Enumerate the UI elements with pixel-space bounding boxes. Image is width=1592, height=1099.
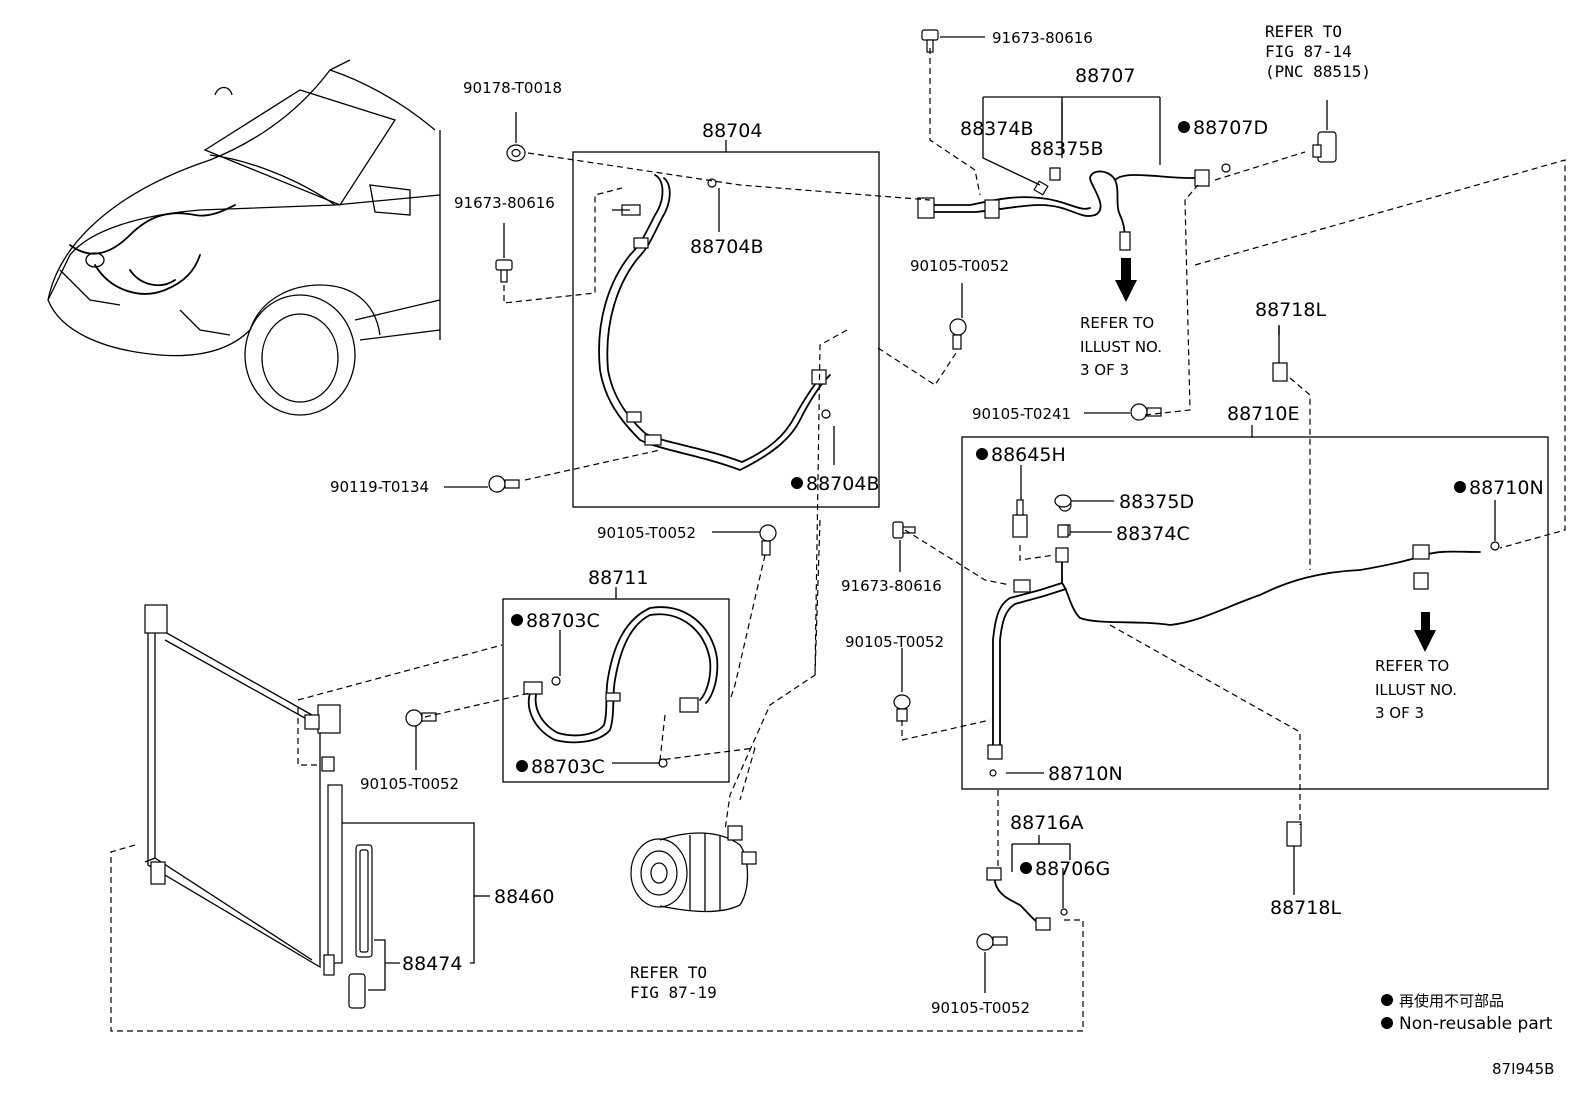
label-88704B-bottom: 88704B: [806, 473, 879, 495]
arrow-down-icon: [1414, 612, 1436, 652]
legend-text-jp: 再使用不可部品: [1399, 992, 1504, 1010]
compressor: [630, 825, 757, 913]
label-90105-T0052-upper: 90105-T0052: [910, 257, 1009, 275]
ref-fig-87-14-line1: REFER TO: [1265, 22, 1342, 41]
ref-illust-top-line3: 3 OF 3: [1080, 361, 1129, 379]
label-88716A: 88716A: [1010, 812, 1083, 834]
legend-text-en: Non-reusable part: [1399, 1014, 1553, 1034]
legend-dot-icon: [1381, 1017, 1393, 1029]
pipe-88710E: [987, 498, 1500, 777]
hose-88704: [598, 174, 831, 471]
label-88718L-top: 88718L: [1255, 299, 1326, 321]
label-88474: 88474: [402, 953, 462, 975]
non-reusable-dot: [1454, 481, 1466, 493]
non-reusable-dot: [511, 614, 523, 626]
ref-illust-top-line1: REFER TO: [1080, 314, 1154, 332]
pipe-88707: [917, 163, 1231, 251]
label-91673-80616-right: 91673-80616: [841, 577, 942, 595]
label-88707: 88707: [1075, 65, 1135, 87]
pipe-88716A: [986, 867, 1068, 931]
pipe-88710E-box: [961, 436, 1549, 790]
hose-88711: [523, 606, 719, 768]
label-88645H: 88645H: [991, 444, 1066, 466]
label-90105-T0052-mid: 90105-T0052: [597, 524, 696, 542]
label-88710E: 88710E: [1227, 403, 1299, 425]
label-88460: 88460: [494, 886, 554, 908]
non-reusable-dot: [791, 477, 803, 489]
label-88374C: 88374C: [1116, 523, 1190, 545]
label-90119-T0134: 90119-T0134: [330, 478, 429, 496]
ref-illust-top-line2: ILLUST NO.: [1080, 338, 1162, 356]
legend-dot-icon: [1381, 994, 1393, 1006]
non-reusable-dot: [1178, 121, 1190, 133]
non-reusable-dot: [1020, 862, 1032, 874]
fasteners: [405, 29, 1162, 993]
part-labels: 91673-80616 90178-T0018 88704 91673-8061…: [330, 29, 1544, 1017]
label-88704B-top: 88704B: [690, 236, 763, 258]
ref-fig-87-19-line2: FIG 87-19: [630, 983, 717, 1002]
non-reusable-dot: [976, 448, 988, 460]
label-88718L-bottom: 88718L: [1270, 897, 1341, 919]
label-90105-T0052-box: 90105-T0052: [360, 775, 459, 793]
non-reusable-dot: [516, 760, 528, 772]
label-90105-T0052-bottom: 90105-T0052: [931, 999, 1030, 1017]
ref-illust-right-line3: 3 OF 3: [1375, 704, 1424, 722]
label-91673-80616-left: 91673-80616: [454, 194, 555, 212]
label-88703C-top: 88703C: [526, 610, 600, 632]
clip-88718L-top: [1272, 362, 1288, 382]
filter-88474: [348, 844, 400, 1009]
label-88703C-bottom: 88703C: [531, 756, 605, 778]
ref-fig-87-19-line1: REFER TO: [630, 963, 707, 982]
label-90105-T0241: 90105-T0241: [972, 405, 1071, 423]
condenser-88460: [144, 604, 490, 976]
ref-fig-87-14-line3: (PNC 88515): [1265, 62, 1371, 81]
connector-88515: [1312, 100, 1337, 163]
clip-88718L-bottom: [1286, 821, 1302, 847]
label-88710N-left: 88710N: [1048, 763, 1123, 785]
label-88374B: 88374B: [960, 118, 1033, 140]
label-90105-T0052-right: 90105-T0052: [845, 633, 944, 651]
arrow-down-icon: [1115, 258, 1137, 302]
reference-notes: REFER TO FIG 87-14 (PNC 88515) REFER TO …: [630, 22, 1457, 1002]
label-88375B: 88375B: [1030, 138, 1103, 160]
label-91673-80616-top: 91673-80616: [992, 29, 1093, 47]
leader-lines: [559, 36, 1496, 908]
label-88375D: 88375D: [1119, 491, 1194, 513]
label-88707D: 88707D: [1193, 117, 1268, 139]
figure-code: 87I945B: [1492, 1060, 1554, 1078]
hose-88704-box: [572, 151, 880, 508]
ref-illust-right-line1: REFER TO: [1375, 657, 1449, 675]
ref-fig-87-14-line2: FIG 87-14: [1265, 42, 1352, 61]
label-88704: 88704: [702, 120, 762, 142]
label-90178-T0018: 90178-T0018: [463, 79, 562, 97]
dashed-guides: [110, 48, 1566, 1032]
legend: 再使用不可部品 Non-reusable part: [1381, 992, 1553, 1034]
label-88711: 88711: [588, 567, 648, 589]
ref-illust-right-line2: ILLUST NO.: [1375, 681, 1457, 699]
vehicle-illustration: [47, 59, 441, 416]
label-88710N-right: 88710N: [1469, 477, 1544, 499]
label-88706G: 88706G: [1035, 858, 1110, 880]
